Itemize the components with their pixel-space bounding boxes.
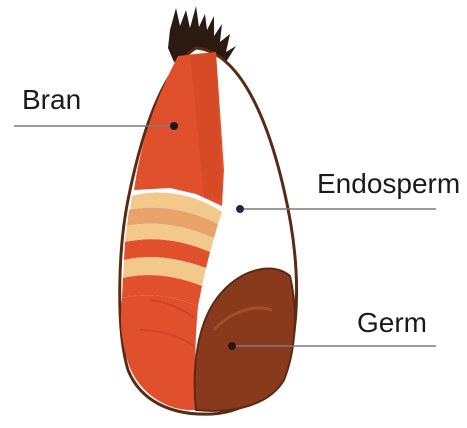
endosperm-marker-dot [236,205,244,213]
bran-marker-dot [170,122,178,130]
bran-label: Bran [22,86,81,114]
endosperm-label: Endosperm [317,170,460,198]
germ-marker-dot [228,342,236,350]
germ-label: Germ [357,309,427,337]
